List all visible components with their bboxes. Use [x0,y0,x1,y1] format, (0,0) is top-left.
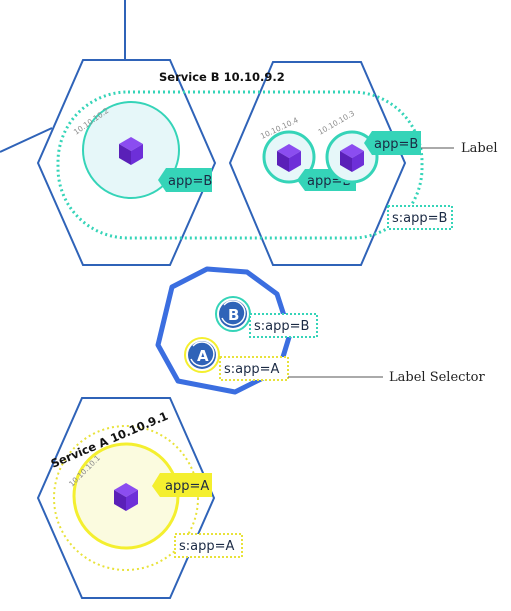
pod-b-2 [262,130,316,184]
svg-text:s:app=B: s:app=B [254,319,309,334]
controller-selector-b: s:app=B [249,313,318,338]
service-a-boundary [53,425,199,571]
label-callout-text: Label [461,141,498,156]
service-b-title: Service B 10.10.9.2 [159,70,285,84]
svg-text:s:app=B: s:app=B [392,211,447,226]
pod-b-1 [82,101,180,199]
pod-label-a-1: app=A [152,473,212,497]
svg-text:s:app=A: s:app=A [179,539,235,554]
pod-b-3 [325,130,379,184]
badge-letter-a: A [197,347,209,365]
service-b-boundary [56,90,424,240]
service-a-badge: A [184,337,220,373]
svg-text:s:app=A: s:app=A [224,362,280,377]
pod-label-b-3: app=B [364,131,421,155]
label-selector-callout-text: Label Selector [389,370,485,385]
service-b-badge: B [215,296,251,332]
svg-text:app=A: app=A [165,479,209,494]
badge-letter-b: B [228,306,239,324]
pod-label-b-1: app=B [158,168,212,192]
service-b-selector-tag: s:app=B [387,205,453,230]
service-a-selector-tag: s:app=A [174,533,243,558]
node-hexagon-2 [228,61,407,266]
network-connector-lines [0,0,126,153]
svg-text:app=B: app=B [168,174,212,189]
controller-selector-a: s:app=A [219,356,289,381]
svg-text:app=B: app=B [374,137,418,152]
